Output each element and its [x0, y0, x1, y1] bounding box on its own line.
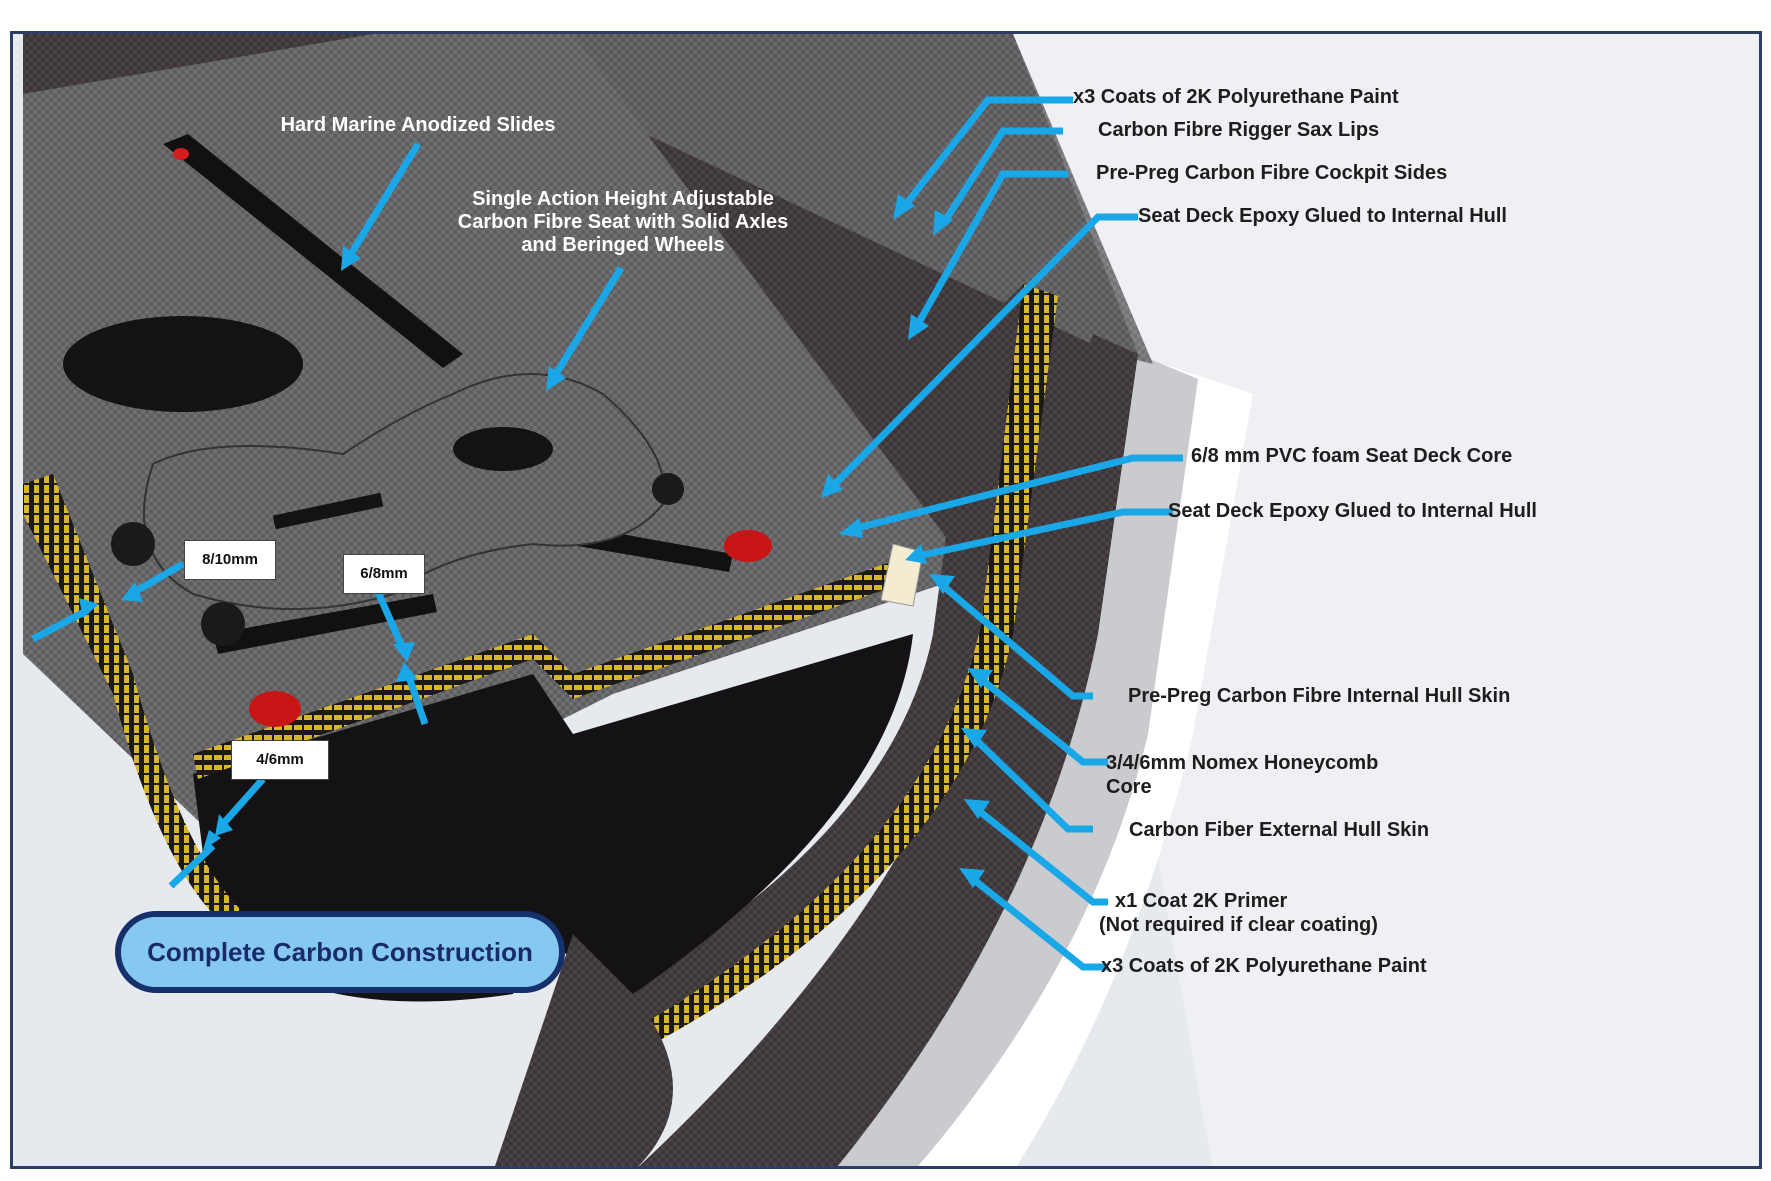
callout-arrows	[31, 96, 1183, 971]
arrow-seat-deck-glued	[917, 508, 1173, 560]
label-primer-line1: x1 Coat 2K Primer	[1115, 890, 1288, 912]
end-stop	[173, 148, 189, 160]
hull-lower-skin	[495, 934, 673, 1166]
seat-wheel	[111, 522, 155, 566]
arrow-internal-skin	[940, 583, 1093, 700]
arrow-nomex	[978, 676, 1108, 766]
left-honeycomb-side	[23, 474, 535, 982]
label-seat-deck-glued: Seat Deck Epoxy Glued to Internal Hull	[1168, 500, 1537, 522]
label-rigger-lips: Carbon Fibre Rigger Sax Lips	[1098, 119, 1380, 141]
arrow-paint-bottom	[970, 876, 1108, 971]
label-slides: Hard Marine Anodized Slides	[280, 114, 556, 136]
external-hull-skin	[639, 334, 1138, 1166]
slide-rail-top	[163, 134, 463, 368]
dimension-side: 8/10mm	[184, 540, 276, 580]
deck-honeycomb-edge	[193, 554, 915, 779]
label-primer-line2: (Not required if clear coating)	[1099, 914, 1378, 936]
label-seat-line1: Single Action Height Adjustable	[472, 188, 774, 210]
label-seat-line2: Carbon Fibre Seat with Solid Axles	[457, 211, 789, 233]
nomex-honeycomb-core	[643, 284, 1058, 1044]
hull-bottom-cavity	[193, 634, 913, 1002]
label-nomex-line1: 3/4/6mm Nomex Honeycomb	[1106, 752, 1379, 774]
label-seat-deck-glued-top: Seat Deck Epoxy Glued to Internal Hull	[1138, 205, 1507, 227]
end-stop	[249, 691, 301, 727]
slide-rail-front	[213, 594, 437, 654]
arrow-seat-deck-top	[830, 213, 1138, 489]
arrow-dim-bottom	[220, 776, 266, 827]
label-paint-top: x3 Coats of 2K Polyurethane Paint	[1073, 86, 1399, 108]
arrow-paint-top	[900, 96, 1073, 211]
label-internal-skin: Pre-Preg Carbon Fibre Internal Hull Skin	[1128, 685, 1511, 707]
diagram-frame: x3 Coats of 2K Polyurethane Paint Carbon…	[10, 31, 1762, 1169]
arrow-dim-deck-b	[404, 672, 429, 726]
seat-wheel	[652, 473, 684, 505]
label-paint-bottom: x3 Coats of 2K Polyurethane Paint	[1101, 955, 1427, 977]
dimension-deck: 6/8mm	[343, 554, 425, 594]
internal-hull-skin	[613, 284, 1023, 1024]
construction-badge: Complete Carbon Construction	[115, 911, 565, 993]
end-stop	[724, 530, 772, 562]
arrow-pvc-core	[852, 454, 1183, 533]
label-seat-line3: and Beringed Wheels	[521, 234, 725, 256]
arrow-primer	[975, 807, 1108, 906]
arrow-heads	[79, 194, 993, 888]
arrow-slides	[345, 142, 421, 261]
label-external-skin: Carbon Fiber External Hull Skin	[1129, 819, 1430, 841]
label-pvc-core: 6/8 mm PVC foam Seat Deck Core	[1191, 445, 1513, 467]
background-panel	[1013, 34, 1759, 1166]
arrow-seat	[550, 266, 624, 381]
label-nomex-line2: Core	[1106, 776, 1152, 798]
arrow-dim-deck	[374, 590, 407, 651]
seat-hole	[453, 427, 553, 471]
label-cockpit-sides: Pre-Preg Carbon Fibre Cockpit Sides	[1096, 162, 1448, 184]
arrow-cockpit-sides	[914, 170, 1068, 326]
arrow-rigger-lips	[940, 127, 1063, 226]
arrow-external-skin	[972, 736, 1093, 833]
seat-slot	[272, 492, 384, 530]
dimension-bottom: 4/6mm	[231, 740, 329, 780]
seat-wheel	[201, 602, 245, 646]
arrow-dim-bottom-b	[168, 843, 216, 889]
arrow-dim-side-b	[31, 606, 90, 643]
footwell-hole	[63, 316, 303, 412]
hull-cross-section-illustration	[23, 34, 1759, 1166]
arrow-dim-side	[129, 560, 185, 598]
